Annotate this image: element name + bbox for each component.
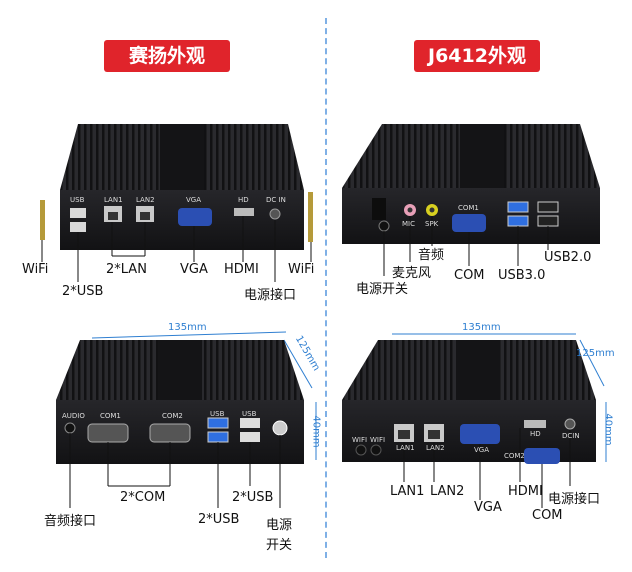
port-mark-hd: HD	[238, 196, 249, 204]
port-mark-spk: SPK	[425, 220, 439, 228]
right-bottom-unit	[342, 333, 607, 508]
port-mark-dcin: DCIN	[562, 432, 580, 440]
callout-mic: 麦克风	[392, 266, 432, 281]
callout-hdmi: HDMI	[508, 484, 543, 499]
callout-lan1: LAN1	[390, 484, 425, 499]
left-bottom-unit	[56, 331, 317, 508]
callout-power-switch: 电源开关	[356, 282, 409, 297]
port-mark-audio: AUDIO	[62, 412, 85, 420]
right-top-unit	[342, 124, 600, 276]
port-mark-lan1: LAN1	[396, 444, 415, 452]
port-mark-com2: COM2	[504, 452, 525, 460]
port-mark-usb-a: USB	[210, 410, 225, 418]
dim-depth-right: 125mm	[576, 348, 615, 359]
port-mark-com1: COM1	[458, 204, 479, 212]
center-divider	[325, 18, 327, 558]
port-mark-dcin: DC IN	[266, 196, 286, 204]
callout-com: COM	[454, 268, 485, 283]
port-mark-mic: MIC	[402, 220, 415, 228]
left-banner-title: 赛扬外观	[104, 40, 230, 72]
port-mark-usb: USB	[70, 196, 85, 204]
port-mark-vga: VGA	[186, 196, 202, 204]
callout-vga: VGA	[180, 262, 208, 277]
port-mark-usb-b: USB	[242, 410, 257, 418]
callout-lan2: LAN2	[430, 484, 465, 499]
callout-audio-jack: 音频接口	[44, 514, 97, 529]
callout-power-switch-2: 开关	[266, 538, 293, 553]
port-mark-lan2: LAN2	[426, 444, 445, 452]
port-mark-hd: HD	[530, 430, 541, 438]
port-mark-wifi-a: WIFI	[352, 436, 368, 444]
port-mark-lan2: LAN2	[136, 196, 155, 204]
dim-width: 135mm	[168, 322, 207, 333]
callout-usb3: USB3.0	[498, 268, 546, 283]
port-mark-vga: VGA	[474, 446, 490, 454]
port-mark-wifi-b: WIFI	[370, 436, 386, 444]
callout-com: COM	[532, 508, 563, 523]
callout-power: 电源接口	[244, 288, 297, 303]
callout-vga: VGA	[474, 500, 502, 515]
dim-width-right: 135mm	[462, 322, 501, 333]
callout-usb-right: 2*USB	[232, 490, 274, 505]
callout-usb2: USB2.0	[544, 250, 592, 265]
callout-power: 电源接口	[548, 492, 601, 507]
left-top-unit	[40, 124, 313, 282]
port-mark-com2: COM2	[162, 412, 183, 420]
callout-audio: 音频	[418, 248, 445, 263]
callout-wifi-left: WiFi	[22, 262, 49, 277]
callout-usb: 2*USB	[62, 284, 104, 299]
callout-wifi-right: WiFi	[288, 262, 315, 277]
dim-height: 40mm	[310, 415, 322, 448]
callout-com: 2*COM	[120, 490, 166, 505]
callout-usb-left: 2*USB	[198, 512, 240, 527]
dim-height-right: 40mm	[602, 413, 614, 446]
port-mark-lan1: LAN1	[104, 196, 123, 204]
callout-hdmi: HDMI	[224, 262, 259, 277]
callout-lan: 2*LAN	[106, 262, 147, 277]
callout-power-switch-1: 电源	[266, 518, 293, 533]
port-mark-com1: COM1	[100, 412, 121, 420]
right-banner-title: J6412外观	[414, 40, 540, 72]
